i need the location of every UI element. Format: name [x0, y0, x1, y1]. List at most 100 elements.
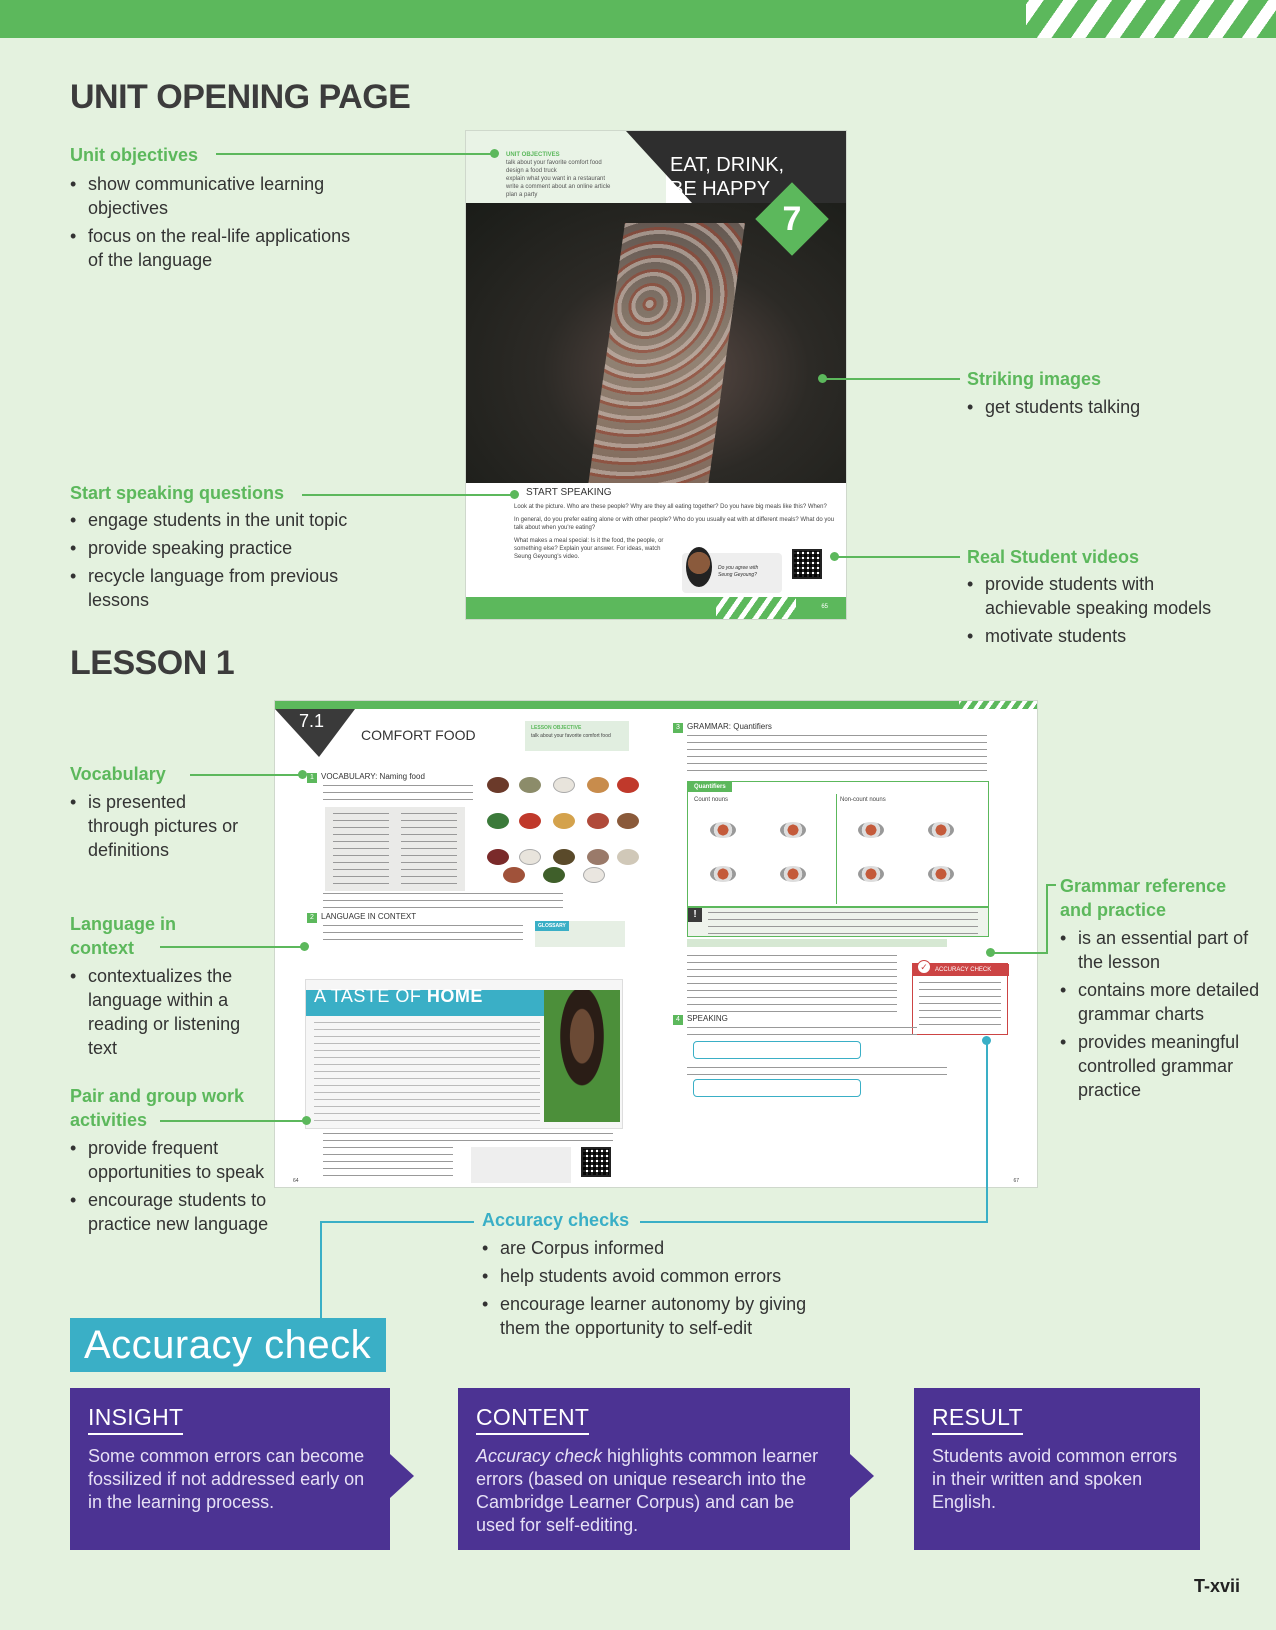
- language-context-title: Language in context: [70, 914, 177, 958]
- insight-title: INSIGHT: [88, 1404, 184, 1435]
- unit-photo-feast: [466, 203, 846, 493]
- result-box: RESULT Students avoid common errors in t…: [914, 1388, 1200, 1550]
- food-image: [583, 867, 605, 883]
- banner-stripes: [1026, 0, 1276, 38]
- bullet-item: provide students with achievable speakin…: [967, 572, 1237, 620]
- soup-question: [323, 1147, 453, 1177]
- connector-start-speaking: [302, 494, 512, 496]
- vocab-words-right: [401, 813, 457, 889]
- bullet-item: get students talking: [967, 395, 1227, 419]
- speaking-question: Look at the picture. Who are these peopl…: [514, 504, 827, 510]
- accuracy-mini-text: [919, 982, 1001, 1030]
- grammar-reference-line: [687, 939, 947, 947]
- bullet-item: help students avoid common errors: [482, 1264, 842, 1288]
- video-prompt: Do you agree with Seung Geyoung?: [718, 565, 759, 578]
- qr-code-icon: [792, 549, 822, 579]
- rice-bowl: [858, 866, 884, 882]
- food-image: [543, 867, 565, 883]
- content-title: CONTENT: [476, 1404, 590, 1435]
- bullet-item: are Corpus informed: [482, 1236, 842, 1260]
- speaking-question: What makes a meal special: Is it the foo…: [514, 538, 664, 560]
- connector-grammar-vertical: [1046, 884, 1048, 954]
- connector-dot: [830, 552, 839, 561]
- top-banner: [0, 0, 1276, 38]
- article-text: [314, 1022, 540, 1122]
- unit-objectives-heading: UNIT OBJECTIVES: [506, 152, 560, 158]
- accuracy-check-mini: ACCURACY CHECK ✓: [912, 960, 1009, 1035]
- quantifiers-label: Quantifiers: [688, 782, 732, 792]
- bullet-item: contains more detailed grammar charts: [1060, 978, 1260, 1026]
- result-text: Students avoid common errors in their wr…: [932, 1446, 1178, 1512]
- noncount-nouns-label: Non-count nouns: [840, 797, 886, 803]
- speaking-task-a: [687, 1027, 917, 1035]
- food-image: [519, 849, 541, 865]
- chart-divider: [836, 794, 837, 904]
- rice-bowl: [858, 822, 884, 838]
- lesson-heading: LESSON 1: [70, 644, 235, 682]
- connector-grammar-bottom: [990, 952, 1048, 954]
- unit-objectives-title: Unit objectives: [70, 145, 199, 165]
- grammar-reference-title: Grammar reference and practice: [1060, 876, 1227, 920]
- unit-number: 7: [782, 200, 802, 238]
- glossary-label: GLOSSARY: [535, 921, 569, 931]
- connector-striking-images: [822, 378, 960, 380]
- article-title-band: [306, 990, 546, 1016]
- page-number: T-xvii: [1193, 1576, 1240, 1596]
- food-image: [553, 813, 575, 829]
- bullet-item: show communicative learning objectives: [70, 172, 370, 220]
- arrow-right-icon: [850, 1454, 874, 1498]
- connector-dot: [818, 374, 827, 383]
- unit-objective: talk about your favorite comfort food: [506, 160, 602, 166]
- striking-images-title: Striking images: [967, 369, 1102, 389]
- food-image: [487, 777, 509, 793]
- count-nouns-label: Count nouns: [694, 797, 729, 803]
- lesson-objective: talk about your favorite comfort food: [531, 733, 611, 739]
- glossary-box: GLOSSARY: [535, 921, 625, 947]
- chili-plate: [710, 822, 736, 838]
- language-context-bullets: contextualizes the language within a rea…: [70, 964, 270, 1064]
- insight-box: INSIGHT Some common errors can become fo…: [70, 1388, 390, 1550]
- unit-page-number: 65: [821, 604, 828, 610]
- pair-group-title: Pair and group work activities: [70, 1086, 245, 1130]
- start-speaking-section: START SPEAKING Look at the picture. Who …: [466, 483, 846, 595]
- accuracy-checks-bullets: are Corpus informed help students avoid …: [482, 1236, 842, 1344]
- blog-article: A TASTE OF HOME: [305, 979, 623, 1129]
- speech-bubble: [693, 1079, 861, 1097]
- bullet-item: encourage students to practice new langu…: [70, 1188, 270, 1236]
- unit-objective: write a comment about an online article: [506, 184, 611, 190]
- unit-title: EAT, DRINK, BE HAPPY: [670, 154, 785, 200]
- connector-dot: [298, 770, 307, 779]
- food-image: [503, 867, 525, 883]
- unit-objectives-bullets: show communicative learning objectives f…: [70, 172, 370, 276]
- unit-opening-thumbnail: UNIT OBJECTIVES talk about your favorite…: [465, 130, 847, 620]
- bullet-item: motivate students: [967, 624, 1237, 648]
- warning-icon: !: [688, 908, 702, 922]
- quantifiers-chart: Quantifiers Count nouns Non-count nouns: [687, 781, 989, 907]
- accuracy-checks-title: Accuracy checks: [482, 1210, 630, 1230]
- bullet-item: provide frequent opportunities to speak: [70, 1136, 270, 1184]
- article-title: A TASTE OF HOME: [314, 986, 483, 1006]
- lesson-stripes: [959, 701, 1037, 709]
- rice-bowl: [928, 866, 954, 882]
- grammar-instructions: [687, 735, 987, 777]
- bullet-item: recycle language from previous lessons: [70, 564, 370, 612]
- bullet-item: engage students in the unit topic: [70, 508, 370, 532]
- food-pictures: [483, 773, 643, 883]
- lesson-spread-thumbnail: 7.1 COMFORT FOOD LESSON OBJECTIVE talk a…: [274, 700, 1038, 1188]
- food-image: [587, 777, 609, 793]
- pair-group-bullets: provide frequent opportunities to speak …: [70, 1136, 270, 1240]
- vocab-task-lines: [323, 893, 563, 911]
- connector-dot: [982, 1036, 991, 1045]
- start-speaking-bullets: engage students in the unit topic provid…: [70, 508, 370, 616]
- accuracy-check-banner: Accuracy check: [70, 1318, 386, 1372]
- vocabulary-title: Vocabulary: [70, 764, 166, 784]
- connector-dot: [986, 948, 995, 957]
- real-student-bullets: provide students with achievable speakin…: [967, 572, 1237, 652]
- food-image: [553, 849, 575, 865]
- unit-objective: design a food truck: [506, 168, 557, 174]
- speaking-task-b: [687, 1067, 947, 1075]
